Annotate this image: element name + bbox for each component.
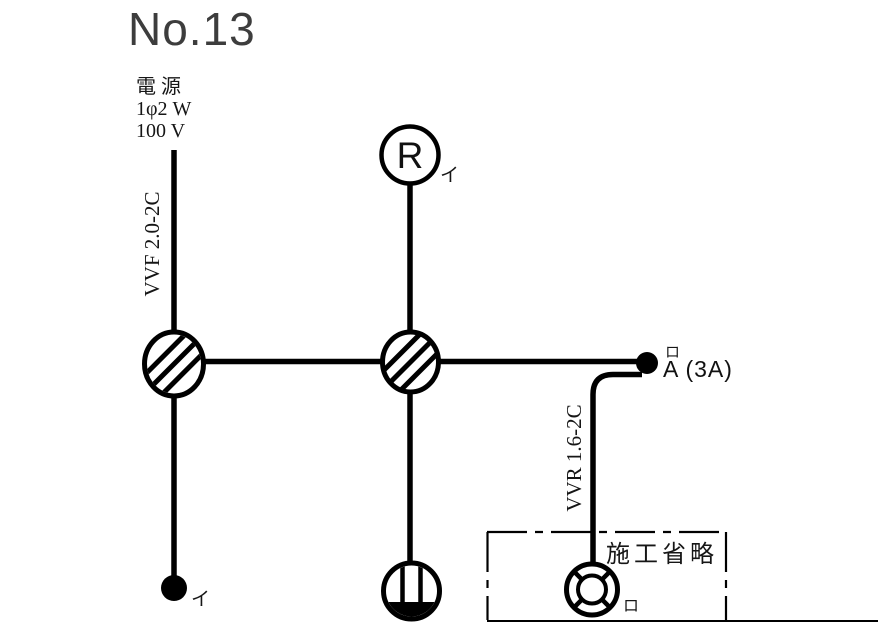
circuit-label-switch: イ [191,589,211,610]
lamp-receptacle-symbol [379,124,441,186]
circuit-label-autoswitch: ロ [665,345,681,361]
power-source-voltage: 100 V [136,120,186,142]
autoswitch-rating-label: A (3A) [663,356,733,382]
cable-label-vvr: VVR 1.6-2C [562,404,586,512]
wire-autoswitch-to-outdoor-light [590,371,642,565]
construction-omitted-box [486,530,728,620]
power-source-phase: 1φ2 W [136,98,192,120]
outdoor-light-symbol [564,561,620,618]
power-source-name: 電 源 [136,76,181,98]
cable-label-vvf: VVF 2.0-2C [140,191,164,297]
joint-box-b-symbol [380,329,441,395]
outlet-symbol [381,560,442,622]
single-pole-switch-symbol [161,575,187,601]
circuit-label-receptacle: イ [440,165,460,186]
construction-omitted-label: 施工省略 [606,542,718,568]
automatic-switch-symbol [636,352,658,374]
lamp-receptacle-letter: R [396,135,424,176]
circuit-label-outdoor-light: ロ [623,598,640,615]
power-source-label: 電 源 1φ2 W 100 V [136,76,191,142]
page-title: No.13 [128,3,256,55]
